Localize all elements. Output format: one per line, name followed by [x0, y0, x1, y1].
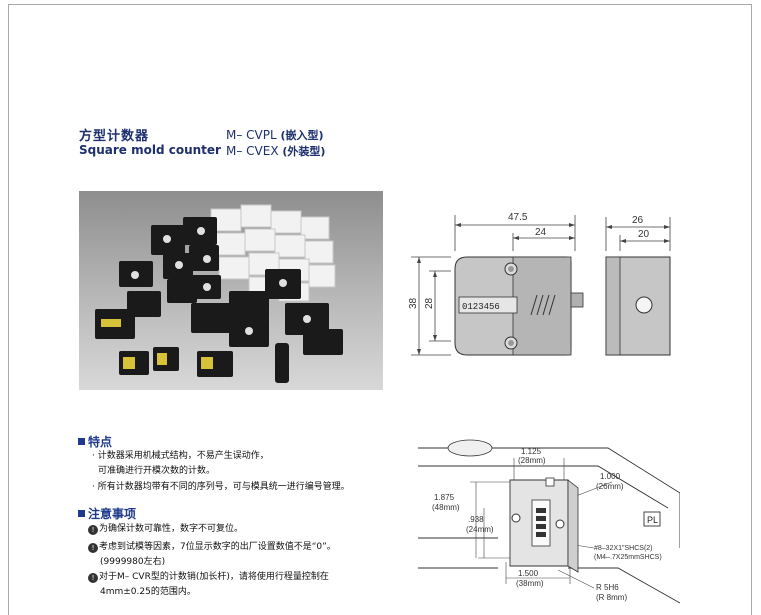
- warning-icon: !: [88, 573, 98, 583]
- front-view-drawing: 47.5 24 38 28 0123456: [408, 212, 584, 356]
- model-cvpl-type: (嵌入型): [280, 129, 324, 142]
- warning-icon: !: [88, 543, 98, 553]
- dim-938: .938: [468, 515, 484, 524]
- section-marker: [78, 510, 85, 517]
- note-item-2-cont: (9999980左右): [100, 557, 166, 567]
- feature-item-1-cont: 可准确进行开模次数的计数。: [98, 466, 216, 476]
- counter-digits: 0123456: [462, 302, 500, 312]
- section-marker: [78, 438, 85, 445]
- dim-1000: 1.000: [600, 472, 621, 481]
- notes-heading: 注意事项: [78, 505, 136, 522]
- note-item-3-text: 对于M– CVR型的计数销(加长杆)，请将使用行程量控制在: [99, 572, 329, 582]
- notes-heading-text: 注意事项: [88, 507, 137, 521]
- installation-drawing: PL 1.125 (28mm) 1.000 (26mm) 1.875 (48mm…: [418, 439, 680, 604]
- model-cvex: M– CVEX (外装型): [226, 143, 325, 159]
- dim-1500-mm: (38mm): [516, 579, 544, 588]
- dim-1125-mm: (28mm): [518, 456, 546, 465]
- product-photo-illustration: [95, 204, 343, 383]
- side-view-drawing: 26 20: [605, 215, 671, 356]
- features-heading-text: 特点: [88, 435, 113, 449]
- front-dim-inner: 28: [424, 297, 435, 309]
- screw-spec-mm: (M4–.7X25mmSHCS): [594, 554, 662, 561]
- radius-spec: R 5H6: [596, 583, 619, 592]
- note-item-1: !为确保计数可靠性，数字不可复位。: [88, 522, 243, 536]
- product-photo: [79, 191, 383, 390]
- front-dim-width: 47.5: [508, 212, 528, 223]
- dim-1500: 1.500: [518, 569, 539, 578]
- note-item-1-text: 为确保计数可靠性，数字不可复位。: [99, 524, 244, 534]
- feature-item-1-text: 计数器采用机械式结构，不易产生误动作，: [97, 451, 269, 461]
- note-item-2: !考虑到试模等因素，7位显示数字的出厂设置数值不是“0”。: [88, 540, 336, 554]
- front-dim-height: 38: [408, 297, 419, 309]
- radius-spec-mm: (R 8mm): [596, 593, 627, 602]
- title-chinese: 方型计数器: [79, 129, 150, 144]
- dim-1875-mm: (48mm): [432, 503, 460, 512]
- feature-item-1: · 计数器采用机械式结构，不易产生误动作，: [92, 451, 269, 461]
- dim-1125: 1.125: [521, 447, 542, 456]
- feature-item-2: · 所有计数器均带有不同的序列号，可与模具统一进行编号管理。: [92, 482, 350, 492]
- page-frame: [8, 4, 752, 615]
- parting-line-badge-text: PL: [647, 515, 658, 525]
- note-item-3-cont: 4mm±0.25的范围内。: [100, 587, 196, 597]
- model-cvex-type: (外装型): [282, 145, 326, 158]
- parting-line-badge: [643, 511, 661, 527]
- model-cvpl: M– CVPL (嵌入型): [226, 127, 324, 143]
- note-item-2-text: 考虑到试模等因素，7位显示数字的出厂设置数值不是“0”。: [99, 542, 336, 552]
- note-item-3: !对于M– CVR型的计数销(加长杆)，请将使用行程量控制在: [88, 570, 329, 584]
- side-dim-inner: 20: [638, 229, 650, 240]
- front-dim-half: 24: [535, 227, 547, 238]
- dim-1000-mm: (26mm): [596, 482, 624, 491]
- feature-item-2-text: 所有计数器均带有不同的序列号，可与模具统一进行编号管理。: [97, 482, 350, 492]
- model-cvpl-code: M– CVPL: [226, 128, 277, 142]
- features-heading: 特点: [78, 433, 112, 450]
- warning-icon: !: [88, 525, 98, 535]
- model-cvex-code: M– CVEX: [226, 144, 279, 158]
- dim-938-mm: (24mm): [466, 525, 494, 534]
- title-english: Square mold counter: [79, 143, 221, 157]
- side-dim-width: 26: [632, 215, 644, 226]
- screw-spec: #8–32X1"SHCS(2): [594, 545, 653, 552]
- dim-1875: 1.875: [434, 493, 455, 502]
